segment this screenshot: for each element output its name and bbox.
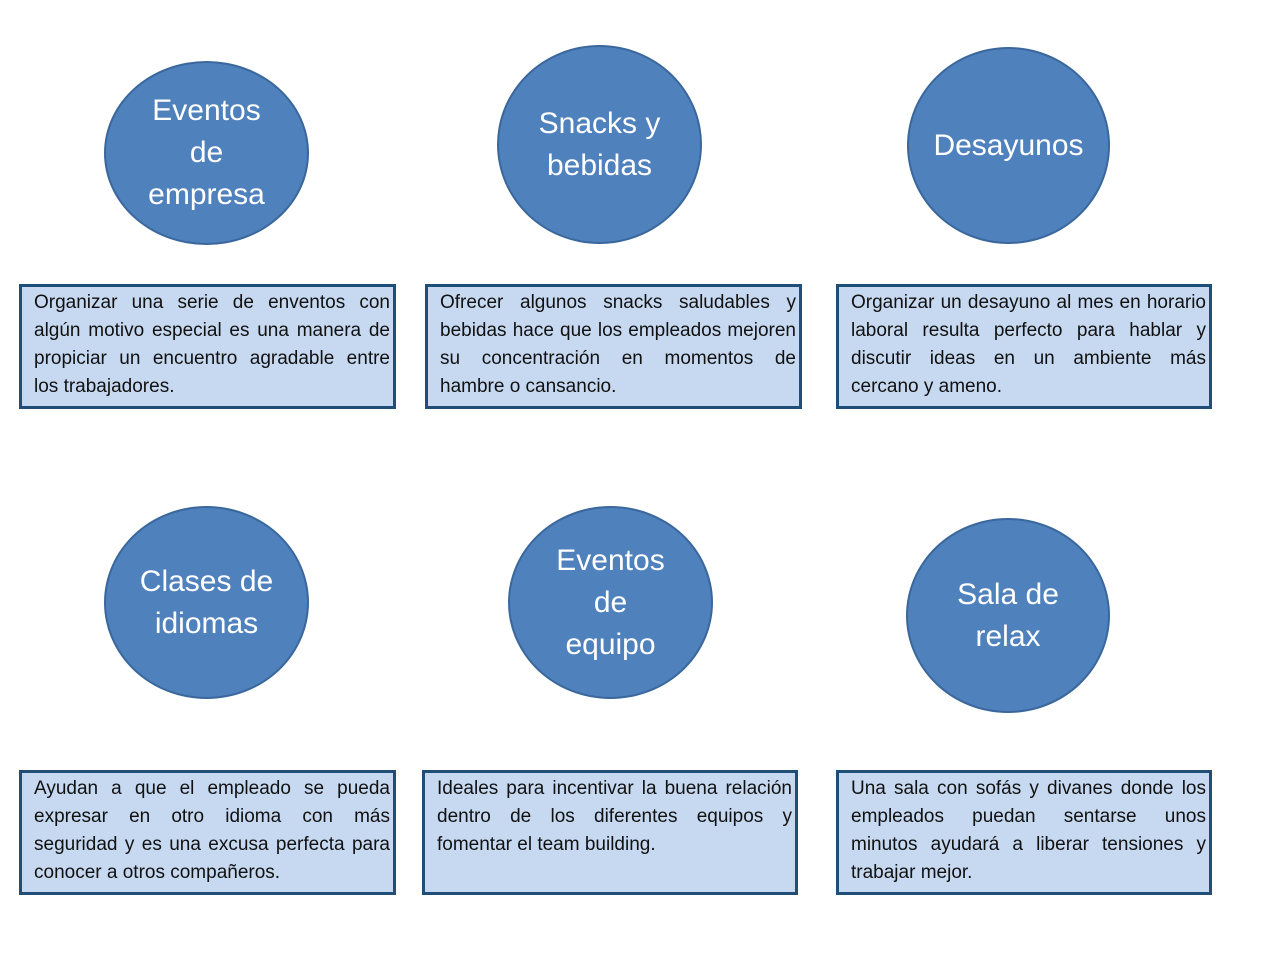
circle-clases-de-idiomas: Clases de idiomas [104,506,309,699]
circle-eventos-de-equipo: Eventos de equipo [508,506,713,699]
description-sala-de-relax: Una sala con sofás y divanes donde los e… [836,770,1212,895]
circle-snacks-y-bebidas: Snacks y bebidas [497,45,702,244]
description-eventos-de-equipo: Ideales para incentivar la buena relació… [422,770,798,895]
description-snacks-y-bebidas: Ofrecer algunos snacks saludables y bebi… [425,284,802,409]
description-clases-de-idiomas: Ayudan a que el empleado se pueda expres… [19,770,396,895]
circle-sala-de-relax: Sala de relax [906,518,1110,713]
circle-eventos-de-empresa: Eventos de empresa [104,61,309,245]
circle-desayunos: Desayunos [907,47,1110,244]
description-eventos-de-empresa: Organizar una serie de enventos con algú… [19,284,396,409]
description-desayunos: Organizar un desayuno al mes en horario … [836,284,1212,409]
